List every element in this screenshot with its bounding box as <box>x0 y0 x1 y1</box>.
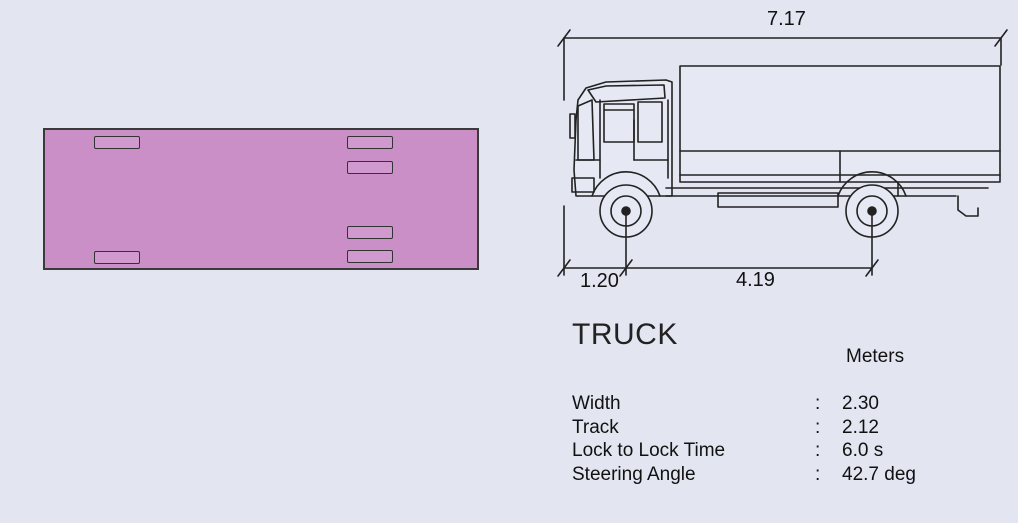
front-overhang-label: 1.20 <box>580 270 619 292</box>
truck-plan-view <box>43 128 479 270</box>
truck-chassis <box>665 181 989 217</box>
spec-row-track: Track : 2.12 <box>572 416 916 440</box>
spec-label: Track <box>572 416 619 438</box>
spec-row-width: Width : 2.30 <box>572 392 916 416</box>
spec-value: 6.0 s <box>842 440 884 461</box>
front-left-wheel <box>94 136 140 149</box>
spec-label: Width <box>572 393 621 414</box>
rear-left-wheel-outer <box>347 136 393 149</box>
rear-left-wheel-inner <box>347 161 393 174</box>
overall-length-label: 7.17 <box>767 8 806 30</box>
spec-separator: : <box>815 416 821 438</box>
spec-value: 42.7 deg <box>842 463 916 485</box>
overall-length-dimension-line <box>557 29 1008 101</box>
spec-table: Width : 2.30 Track : 2.12 Lock to Lock T… <box>572 392 916 486</box>
front-right-wheel <box>94 251 140 264</box>
spec-value: 2.30 <box>842 393 879 414</box>
spec-separator: : <box>815 393 821 414</box>
spec-label: Steering Angle <box>572 463 696 485</box>
wheelbase-dimension-line <box>557 259 879 277</box>
truck-side-view <box>557 29 1008 277</box>
rear-right-wheel-inner <box>347 226 393 239</box>
rear-right-wheel-outer <box>347 250 393 263</box>
vehicle-title: TRUCK <box>572 318 678 351</box>
spec-row-lock-time: Lock to Lock Time : 6.0 s <box>572 439 916 463</box>
spec-value: 2.12 <box>842 416 879 438</box>
spec-separator: : <box>815 440 821 461</box>
wheelbase-label: 4.19 <box>736 269 775 291</box>
units-label: Meters <box>846 346 905 367</box>
spec-row-steering-angle: Steering Angle : 42.7 deg <box>572 463 916 487</box>
cargo-box <box>679 65 1001 183</box>
truck-cab <box>569 79 673 197</box>
spec-separator: : <box>815 463 821 485</box>
spec-label: Lock to Lock Time <box>572 440 726 461</box>
